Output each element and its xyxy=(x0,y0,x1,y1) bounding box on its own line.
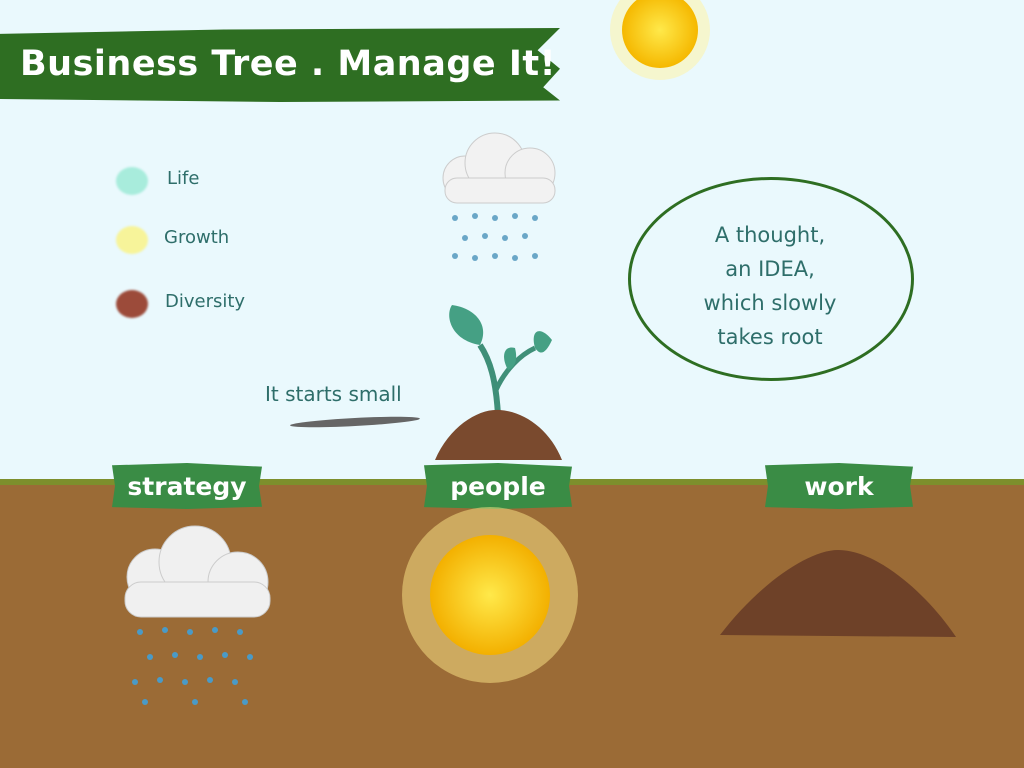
tag-people: people xyxy=(424,463,572,509)
legend-label-life: Life xyxy=(167,168,200,189)
legend-label-growth: Growth xyxy=(164,227,230,248)
sun-icon xyxy=(402,507,578,683)
legend-label-diversity: Diversity xyxy=(165,291,246,312)
page-title: Business Tree . Manage It! xyxy=(20,44,557,84)
legend-swatch-diversity xyxy=(116,290,148,318)
underline-stroke xyxy=(289,414,421,430)
sprout-icon xyxy=(435,305,562,460)
legend-swatch-life xyxy=(116,167,148,195)
speech-bubble xyxy=(628,177,914,381)
bubble-text: A thought, an IDEA, which slowly takes r… xyxy=(650,218,890,354)
tag-strategy: strategy xyxy=(112,463,262,509)
bubble-line: an IDEA, xyxy=(725,257,815,281)
bubble-line: which slowly xyxy=(703,291,837,315)
legend-swatch-growth xyxy=(116,226,148,254)
title-banner xyxy=(0,28,560,102)
bubble-line: takes root xyxy=(717,325,823,349)
rain-cloud-icon xyxy=(442,132,556,261)
caption-text: It starts small xyxy=(265,382,402,406)
soil-pile-icon xyxy=(720,550,956,637)
bubble-line: A thought, xyxy=(714,223,826,247)
tag-work: work xyxy=(765,463,913,509)
rain-cloud-icon xyxy=(124,525,271,705)
sun-icon xyxy=(610,0,710,80)
